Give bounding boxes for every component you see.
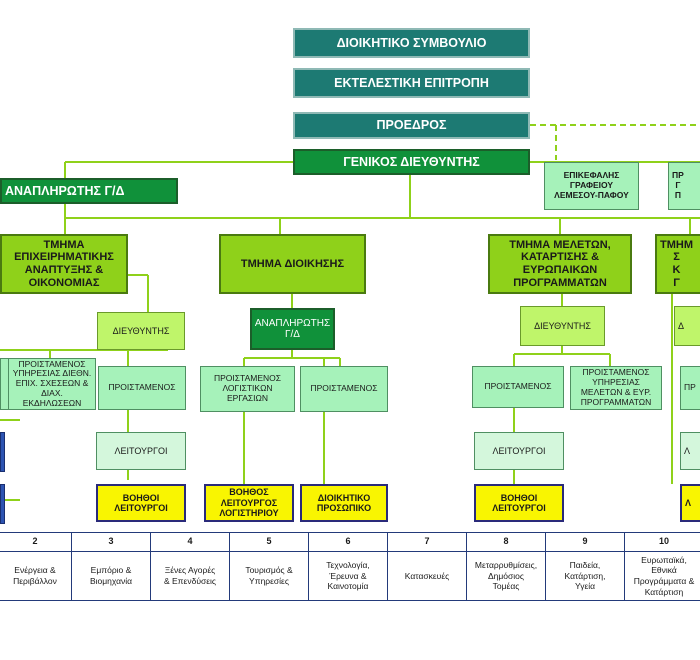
- limassol-office-head-box: ΕΠΙΚΕΦΑΛΗΣ ΓΡΑΦΕΙΟΥ ΛΕΜΕΣΟΥ-ΠΑΦΟΥ: [544, 162, 639, 210]
- sector-number: 8: [503, 536, 509, 547]
- sector-header-cell: 5: [229, 532, 309, 552]
- deputy-gd-box: ΑΝΑΠΛΗΡΩΤΗΣ Γ/Δ: [0, 178, 178, 204]
- sector-label-cell: Παιδεία, Κατάρτιση, Υγεία: [545, 551, 625, 601]
- sector-number: 7: [424, 536, 430, 547]
- sector-label: Κατασκευές: [404, 570, 450, 581]
- sector-number: 4: [187, 536, 193, 547]
- sector-label: Ευρωπαϊκά, Εθνικά Προγράμματα & Κατάρτισ…: [633, 554, 695, 597]
- sector-label: Ξένες Αγορές & Επενδύσεις: [163, 565, 216, 586]
- sector-number: 10: [658, 536, 669, 547]
- assistant-officer-accounting: ΒΟΗΘΟΣ ΛΕΙΤΟΥΡΓΟΣ ΛΟΓΙΣΤΗΡΙΟΥ: [204, 484, 294, 522]
- assistants-right-partial: Λ: [680, 484, 700, 522]
- admin-deputy-gd: ΑΝΑΠΛΗΡΩΤΗΣ Γ/Δ: [250, 308, 335, 350]
- dept-right-partial: ΤΜΗΜ Σ Κ Γ: [655, 234, 700, 294]
- board-box: ΔΙΟΙΚΗΤΙΚΟ ΣΥΜΒΟΥΛΙΟ: [293, 28, 530, 58]
- supervisor-intl-relations: ΠΡΟΙΣΤΑΜΕΝΟΣ ΥΠΗΡΕΣΙΑΣ ΔΙΕΘΝ. ΕΠΙΧ. ΣΧΕΣ…: [8, 358, 96, 410]
- sector-label: Ενέργεια & Περιβάλλον: [13, 565, 57, 586]
- sector-label: Παιδεία, Κατάρτιση, Υγεία: [564, 560, 606, 592]
- director-right-partial: Δ: [674, 306, 700, 346]
- sector-number: 6: [345, 536, 351, 547]
- director-business: ΔΙΕΥΘΥΝΤΗΣ: [97, 312, 185, 350]
- supervisor-eu-programmes: ΠΡΟΙΣΤΑΜΕΝΟΣ ΥΠΗΡΕΣΙΑΣ ΜΕΛΕΤΩΝ & ΕΥΡ. ΠΡ…: [570, 366, 662, 410]
- sector-number: 5: [266, 536, 272, 547]
- sector-label-cell: Κατασκευές: [387, 551, 467, 601]
- executive-committee-box: ΕΚΤΕΛΕΣΤΙΚΗ ΕΠΙΤΡΟΠΗ: [293, 68, 530, 98]
- officers-right-partial: Λ: [680, 432, 700, 470]
- sector-label-cell: Μεταρρυθμίσεις, Δημόσιος Τομέας: [466, 551, 546, 601]
- right-office-box-partial: ΠΡ Γ Π: [668, 162, 700, 210]
- sector-header-cell: 10: [624, 532, 700, 552]
- sector-header-cell: 7: [387, 532, 467, 552]
- sector-header-cell: 6: [308, 532, 388, 552]
- general-director-box: ΓΕΝΙΚΟΣ ΔΙΕΥΘΥΝΤΗΣ: [293, 149, 530, 175]
- supervisor-right-partial: ΠΡ: [680, 366, 700, 410]
- sector-header-cell: 2: [0, 532, 72, 552]
- sector-header-cell: 4: [150, 532, 230, 552]
- assistant-officers-studies: ΒΟΗΘΟΙ ΛΕΙΤΟΥΡΓΟΙ: [474, 484, 564, 522]
- dept-studies-training-eu: ΤΜΗΜΑ ΜΕΛΕΤΩΝ, ΚΑΤΑΡΤΙΣΗΣ & ΕΥΡΩΠΑΙΚΩΝ Π…: [488, 234, 632, 294]
- dept-business-development: ΤΜΗΜΑ ΕΠΙΧΕΙΡΗΜΑΤΙΚΗΣ ΑΝΑΠΤΥΞΗΣ & ΟΙΚΟΝΟ…: [0, 234, 128, 294]
- president-box: ΠΡΟΕΔΡΟΣ: [293, 112, 530, 139]
- dept-administration: ΤΜΗΜΑ ΔΙΟΙΚΗΣΗΣ: [219, 234, 366, 294]
- sector-header-cell: 8: [466, 532, 546, 552]
- assistant-officers-business: ΒΟΗΘΟΙ ΛΕΙΤΟΥΡΓΟΙ: [96, 484, 186, 522]
- supervisor-studies: ΠΡΟΙΣΤΑΜΕΝΟΣ: [472, 366, 564, 408]
- sector-header-cell: 9: [545, 532, 625, 552]
- sector-label-cell: Εμπόριο & Βιομηχανία: [71, 551, 151, 601]
- sector-header-cell: 3: [71, 532, 151, 552]
- sector-number: 3: [108, 536, 114, 547]
- sector-label-cell: Ξένες Αγορές & Επενδύσεις: [150, 551, 230, 601]
- officers-studies: ΛΕΙΤΟΥΡΓΟΙ: [474, 432, 564, 470]
- supervisor-admin: ΠΡΟΙΣΤΑΜΕΝΟΣ: [300, 366, 388, 412]
- sector-number: 9: [582, 536, 588, 547]
- sector-label-cell: Τουρισμός & Υπηρεσίες: [229, 551, 309, 601]
- left-blue-sliver-2: [0, 484, 5, 524]
- left-blue-sliver-1: [0, 432, 5, 472]
- sector-label: Τουρισμός & Υπηρεσίες: [245, 565, 293, 586]
- sector-label: Εμπόριο & Βιομηχανία: [89, 565, 133, 586]
- officers-business: ΛΕΙΤΟΥΡΓΟΙ: [96, 432, 186, 470]
- sector-label-cell: Τεχνολογία, Έρευνα & Καινοτομία: [308, 551, 388, 601]
- director-studies: ΔΙΕΥΘΥΝΤΗΣ: [520, 306, 605, 346]
- sector-label: Μεταρρυθμίσεις, Δημόσιος Τομέας: [474, 560, 538, 592]
- sector-label-cell: Ευρωπαϊκά, Εθνικά Προγράμματα & Κατάρτισ…: [624, 551, 700, 601]
- sector-number: 2: [32, 536, 38, 547]
- administrative-staff: ΔΙΟΙΚΗΤΙΚΟ ΠΡΟΣΩΠΙΚΟ: [300, 484, 388, 522]
- supervisor-business: ΠΡΟΙΣΤΑΜΕΝΟΣ: [98, 366, 186, 410]
- sector-label-cell: Ενέργεια & Περιβάλλον: [0, 551, 72, 601]
- supervisor-accounting: ΠΡΟΙΣΤΑΜΕΝΟΣ ΛΟΓΙΣΤΙΚΩΝ ΕΡΓΑΣΙΩΝ: [200, 366, 295, 412]
- sector-label: Τεχνολογία, Έρευνα & Καινοτομία: [326, 560, 370, 592]
